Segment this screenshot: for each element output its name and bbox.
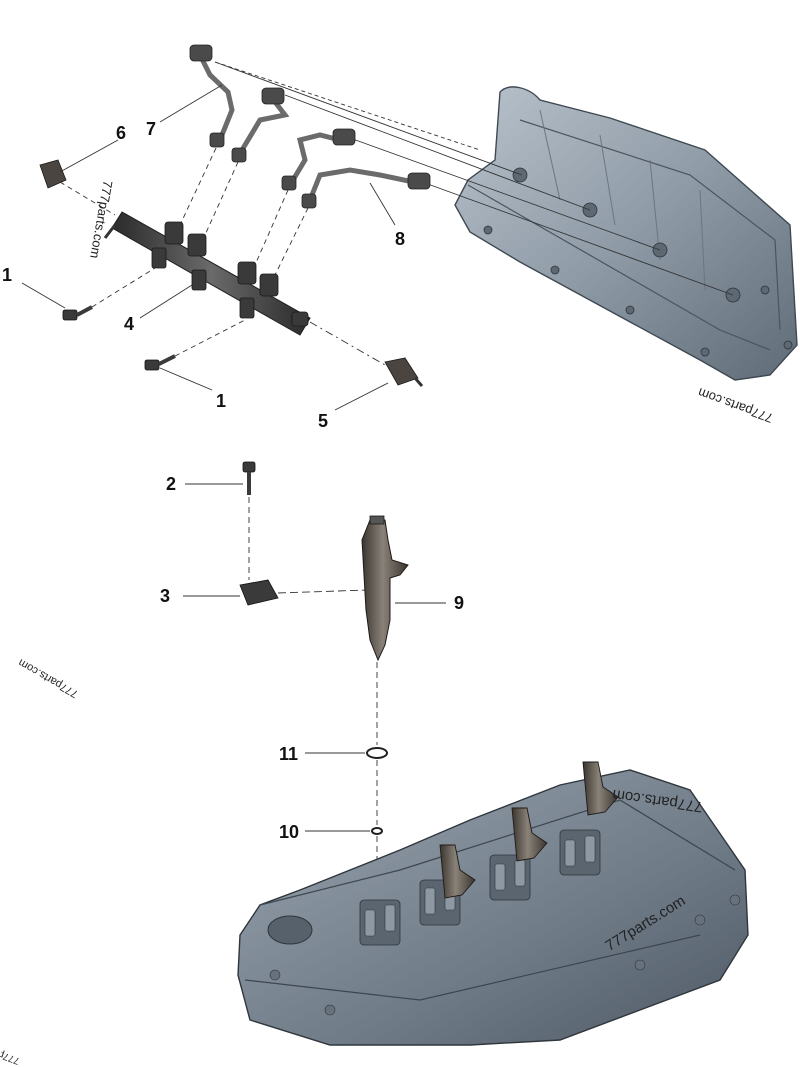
callout-11: 11 — [279, 744, 299, 764]
callout-leaders-upper — [21, 84, 396, 411]
valve-cover — [454, 86, 798, 381]
cylinder-head — [237, 761, 749, 1046]
part-2-bolt — [185, 461, 256, 580]
callout-3: 3 — [160, 586, 171, 606]
part-6-plug — [39, 159, 116, 216]
leader-lines-upper — [214, 61, 734, 296]
callout-7: 7 — [146, 119, 157, 139]
callout-2: 2 — [166, 474, 177, 494]
callout-5: 5 — [318, 411, 329, 431]
part-1-bolt-lower — [144, 319, 246, 371]
callout-10: 10 — [279, 822, 300, 842]
part-5-pressure-sensor — [309, 321, 424, 387]
part-9-injector — [361, 515, 446, 745]
callout-4: 4 — [124, 314, 135, 334]
fuel-rail — [103, 211, 311, 336]
callout-6: 6 — [116, 123, 127, 143]
callout-1-lower: 1 — [216, 391, 227, 411]
callout-1-upper: 1 — [2, 265, 13, 285]
part-3-clamp — [183, 579, 369, 606]
pipe-nuts — [189, 44, 431, 209]
callout-8: 8 — [395, 229, 406, 249]
part-11-o-ring — [305, 747, 388, 825]
part-1-bolt-upper — [62, 267, 156, 321]
fuel-pipes — [197, 52, 421, 203]
callout-9: 9 — [454, 593, 465, 613]
leader-lines-pipes-rail — [179, 147, 309, 276]
